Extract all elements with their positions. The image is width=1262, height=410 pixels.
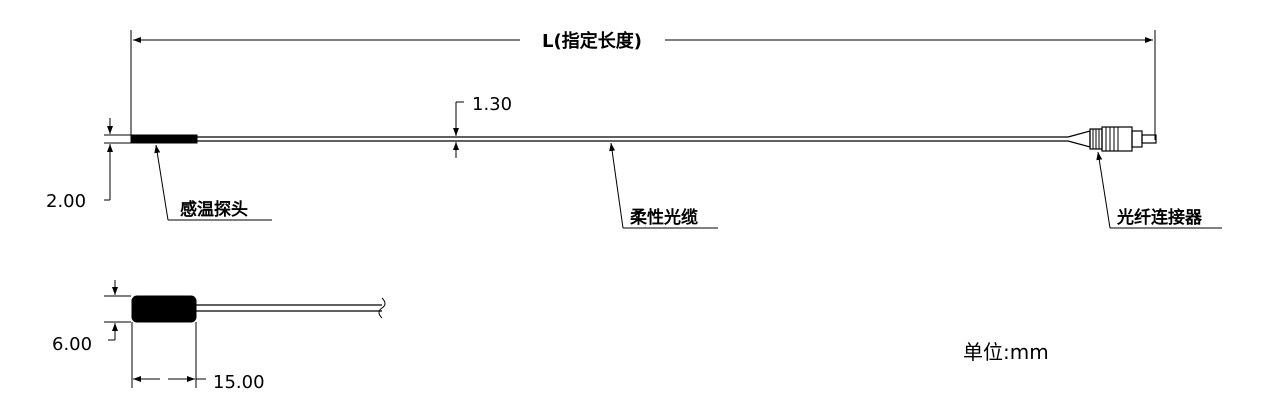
connector-callout: 光纤连接器 — [1096, 151, 1222, 229]
fiber-diameter-dimension: 1.30 — [453, 94, 512, 158]
fiber-diameter-label: 1.30 — [472, 94, 512, 115]
detail-length-label: 15.00 — [213, 372, 265, 393]
connector-label: 光纤连接器 — [1116, 207, 1203, 228]
probe-diameter-label: 2.00 — [46, 191, 86, 212]
probe-assembly — [130, 126, 1157, 152]
connector-collar — [1131, 130, 1143, 148]
overall-length-label: L(指定长度) — [542, 30, 642, 52]
unit-note: 单位:mm — [963, 340, 1049, 364]
probe-label: 感温探头 — [180, 199, 248, 220]
sensing-probe-body — [130, 134, 198, 144]
detail-diameter-label: 6.00 — [52, 334, 92, 355]
break-symbol — [378, 297, 386, 319]
probe-diameter-dimension: 2.00 — [46, 118, 131, 212]
fiber-label: 柔性光缆 — [630, 207, 698, 228]
connector-ferrule — [1141, 134, 1157, 144]
connector-boot — [1067, 130, 1091, 148]
fiber-callout: 柔性光缆 — [609, 142, 718, 229]
probe-callout: 感温探头 — [154, 144, 272, 221]
probe-detail-view: 6.00 15.00 — [52, 280, 386, 393]
detail-probe-body — [131, 295, 197, 323]
overall-length-dimension: L(指定长度) — [130, 30, 1156, 140]
